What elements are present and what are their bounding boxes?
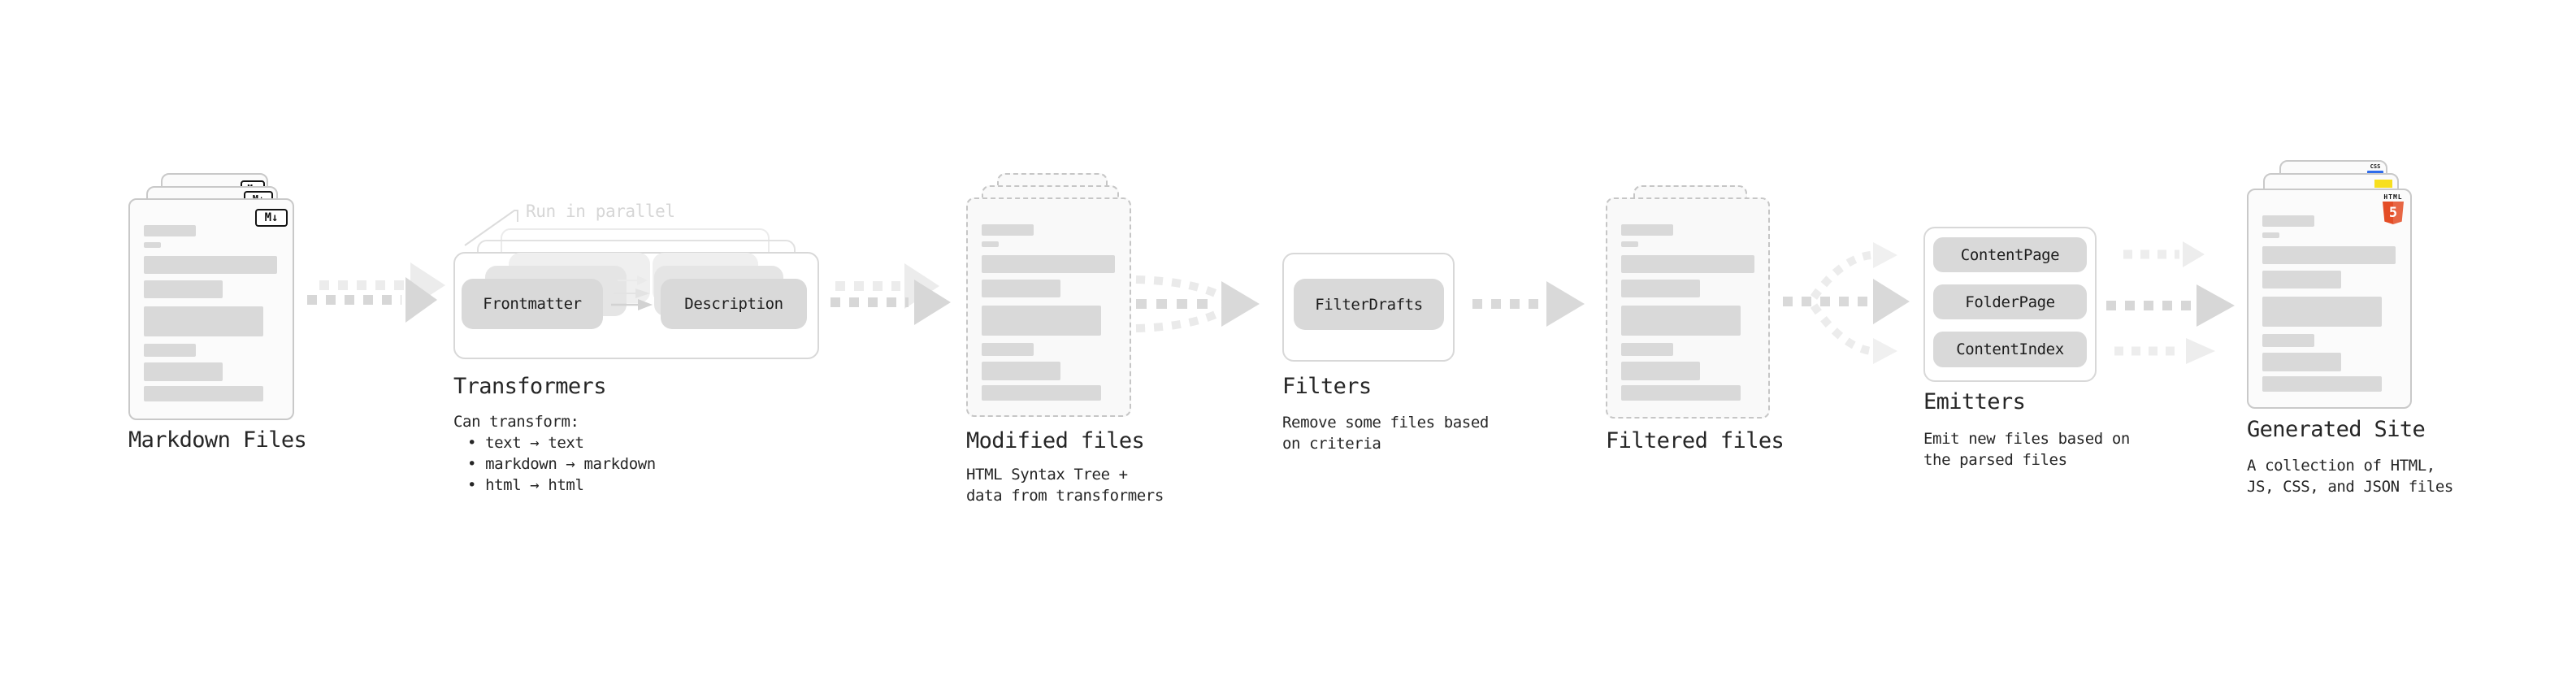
placeholder-bar	[2262, 297, 2382, 327]
css-badge-bar	[2367, 171, 2383, 174]
arrow-markdown-to-transformers	[307, 262, 445, 323]
placeholder-bar	[1621, 255, 1754, 273]
html5-shield: 5	[2383, 202, 2404, 224]
js-icon	[2374, 180, 2392, 188]
generated-desc-line: A collection of HTML,	[2247, 457, 2435, 475]
arrow-emitters-to-generated	[2106, 241, 2235, 364]
frontmatter-pill: Frontmatter	[462, 279, 603, 329]
placeholder-bar	[1621, 385, 1741, 401]
stage-title-markdown-files: Markdown Files	[128, 427, 307, 453]
css-icon: CSS	[2365, 164, 2386, 174]
markdown-file-card-front: M↓	[128, 198, 294, 420]
html5-badge-label: HTML	[2383, 193, 2403, 201]
stage-title-emitters: Emitters	[1923, 389, 2026, 414]
run-in-parallel-note: Run in parallel	[526, 202, 675, 221]
stage-title-filtered-files: Filtered files	[1606, 428, 1785, 453]
modified-desc-line: data from transformers	[966, 487, 1164, 505]
placeholder-bar	[982, 224, 1034, 236]
placeholder-bar	[982, 280, 1060, 297]
placeholder-bar	[982, 343, 1034, 356]
placeholder-bar	[144, 280, 223, 298]
placeholder-bar	[2262, 376, 2382, 392]
placeholder-bar	[1621, 241, 1638, 247]
contentpage-pill: ContentPage	[1933, 237, 2087, 272]
arrow-filtered-to-emitters-fanout	[1783, 242, 1910, 364]
placeholder-bar	[144, 242, 161, 248]
folderpage-pill: FolderPage	[1933, 284, 2087, 319]
filterdrafts-pill: FilterDrafts	[1294, 279, 1444, 330]
placeholder-bar	[982, 306, 1101, 336]
placeholder-bar	[144, 225, 196, 236]
css-badge-label: CSS	[2370, 163, 2381, 170]
placeholder-bar	[144, 386, 263, 401]
placeholder-bar	[2262, 232, 2279, 238]
transformers-bullet: • html → html	[467, 476, 584, 494]
placeholder-bar	[2262, 215, 2314, 227]
html5-shield-number: 5	[2388, 205, 2398, 221]
emitters-desc-line: Emit new files based on	[1923, 430, 2130, 448]
placeholder-bar	[982, 385, 1101, 401]
placeholder-bar	[144, 306, 263, 336]
emitters-desc-line: the parsed files	[1923, 451, 2067, 469]
placeholder-bar	[1621, 224, 1673, 236]
transformers-bullet: • markdown → markdown	[467, 455, 656, 473]
filters-description: Remove some files based on criteria	[1282, 412, 1489, 454]
placeholder-bar	[144, 344, 196, 357]
filters-desc-line: on criteria	[1282, 435, 1381, 453]
stage-title-modified-files: Modified files	[966, 428, 1145, 453]
placeholder-bar	[1621, 306, 1741, 336]
stage-title-transformers: Transformers	[453, 374, 606, 399]
arrow-transformers-to-modified	[830, 263, 951, 325]
placeholder-bar	[144, 362, 223, 381]
modified-files-description: HTML Syntax Tree + data from transformer…	[966, 464, 1164, 506]
emitters-description: Emit new files based on the parsed files	[1923, 428, 2130, 471]
generated-site-description: A collection of HTML, JS, CSS, and JSON …	[2247, 455, 2453, 497]
transformers-description: Can transform: • text → text • markdown …	[453, 411, 656, 496]
stage-title-generated-site: Generated Site	[2247, 417, 2426, 442]
markdown-icon: M↓	[255, 209, 288, 227]
placeholder-bar	[982, 362, 1060, 380]
placeholder-bar	[2262, 246, 2396, 264]
placeholder-bar	[2262, 271, 2341, 288]
modified-desc-line: HTML Syntax Tree +	[966, 466, 1128, 484]
transformers-bullet: • text → text	[467, 434, 584, 452]
placeholder-bar	[2262, 334, 2314, 347]
modified-file-card-front	[966, 197, 1131, 417]
placeholder-bar	[982, 241, 999, 247]
placeholder-bar	[144, 256, 277, 274]
placeholder-bar	[982, 255, 1115, 273]
placeholder-bar	[1621, 362, 1700, 380]
contentindex-pill: ContentIndex	[1933, 332, 2087, 367]
placeholder-bar	[2262, 353, 2341, 371]
filters-desc-line: Remove some files based	[1282, 414, 1489, 432]
filtered-file-card-front	[1606, 197, 1770, 419]
placeholder-bar	[1621, 343, 1673, 356]
placeholder-bar	[1621, 280, 1700, 297]
generated-file-card-front: HTML 5	[2247, 189, 2412, 409]
stage-title-filters: Filters	[1282, 374, 1372, 399]
arrow-modified-to-filters-merge	[1135, 275, 1260, 332]
transformers-intro: Can transform:	[453, 413, 579, 431]
arrow-filters-to-filtered	[1472, 281, 1585, 327]
description-pill: Description	[661, 279, 807, 329]
generated-desc-line: JS, CSS, and JSON files	[2247, 478, 2453, 496]
html5-icon: HTML 5	[2382, 193, 2405, 224]
